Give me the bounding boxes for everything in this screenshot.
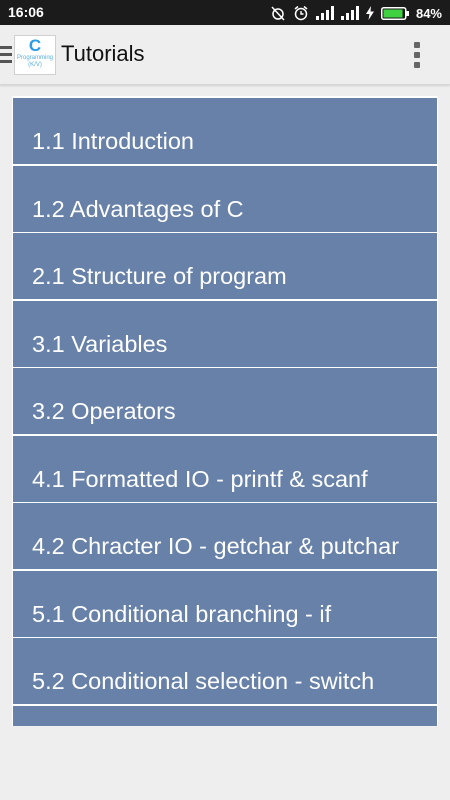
alarm-off-icon (270, 5, 286, 21)
tutorial-item[interactable]: 4.2 Chracter IO - getchar & putchar (13, 503, 437, 569)
tutorial-item[interactable]: 3.2 Operators (13, 368, 437, 434)
tutorial-item[interactable]: 1.2 Advantages of C (13, 166, 437, 232)
app-bar: C Programming (K/V) Tutorials (0, 25, 450, 85)
status-time: 16:06 (8, 4, 44, 20)
tutorial-item[interactable]: 2.1 Structure of program (13, 233, 437, 299)
logo-subtitle: Programming (K/V) (16, 55, 53, 68)
alarm-clock-icon (293, 5, 309, 21)
battery-percent: 84% (415, 5, 442, 21)
logo-letter: C (28, 36, 42, 55)
tutorial-item[interactable]: 1.1 Introduction (13, 98, 437, 164)
tutorial-item[interactable]: 5.1 Conditional branching - if (13, 571, 437, 637)
tutorial-list: 1.1 Introduction 1.2 Advantages of C 2.1… (12, 96, 438, 726)
tutorial-item[interactable]: 5.2 Conditional selection - switch (13, 638, 437, 704)
charging-bolt-icon (365, 6, 374, 20)
menu-icon[interactable] (0, 46, 12, 63)
battery-icon (380, 6, 409, 20)
page-title: Tutorials (61, 41, 145, 66)
overflow-menu-icon[interactable] (414, 42, 420, 68)
tutorial-item[interactable]: 3.1 Variables (13, 301, 437, 367)
status-icons: 84% (270, 3, 442, 23)
cell-signal-icon (315, 6, 334, 20)
tutorial-item[interactable]: 4.1 Formatted IO - printf & scanf (13, 436, 437, 502)
cell-signal-icon (340, 6, 359, 20)
tutorial-item[interactable] (13, 706, 437, 726)
status-bar: 16:06 84% (0, 0, 450, 25)
app-logo: C Programming (K/V) (14, 35, 56, 75)
